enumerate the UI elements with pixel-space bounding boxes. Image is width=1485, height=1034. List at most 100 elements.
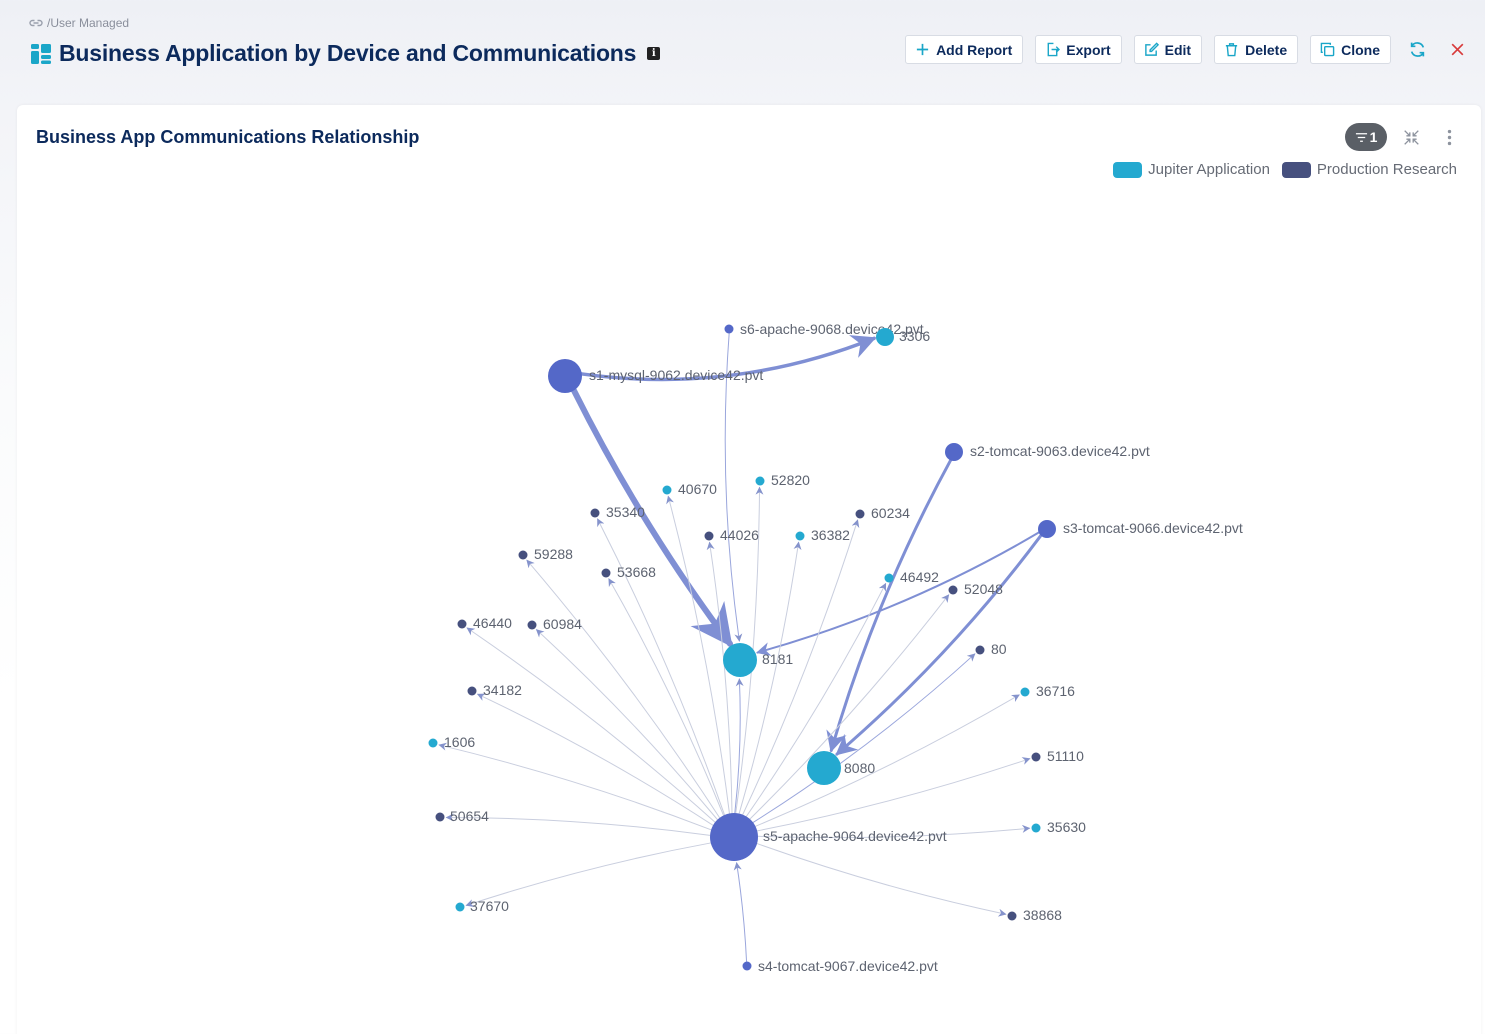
graph-node-p1606[interactable] [428, 738, 438, 748]
edit-label: Edit [1164, 41, 1192, 58]
filter-count: 1 [1369, 129, 1378, 145]
graph-edge-s5-p60984 [535, 629, 718, 821]
graph-edge-s5-p34182 [476, 693, 714, 826]
toolbar: Add Report Export Edit Delete Clone [905, 35, 1471, 64]
breadcrumb-text[interactable]: /User Managed [47, 16, 130, 30]
graph-node-label-p52048: 52048 [964, 581, 1003, 597]
legend: Jupiter Application Production Research [1113, 161, 1457, 178]
graph-node-label-p80: 80 [991, 641, 1007, 657]
graph-node-s2[interactable] [945, 443, 963, 461]
graph-node-p60234[interactable] [855, 509, 865, 519]
graph-node-p36716[interactable] [1020, 687, 1030, 697]
graph-edge-s3-p8080 [835, 534, 1043, 756]
add-report-button[interactable]: Add Report [905, 35, 1024, 64]
graph-node-label-p53668: 53668 [617, 564, 656, 580]
graph-edge-s5-p38868 [756, 843, 1007, 917]
graph-node-label-p35340: 35340 [606, 504, 645, 520]
graph-node-p36382[interactable] [795, 531, 805, 541]
edit-icon [1144, 42, 1159, 56]
graph-node-s4[interactable] [742, 961, 752, 971]
graph-node-p46440[interactable] [457, 619, 467, 629]
graph-node-p8181[interactable] [723, 643, 757, 677]
more-vertical-icon [1447, 129, 1451, 145]
graph-edge-s5-p52048 [749, 594, 950, 820]
breadcrumb: /User Managed [28, 15, 129, 31]
graph-node-s5[interactable] [710, 813, 758, 861]
collapse-icon [1403, 129, 1419, 145]
graph-node-label-p59288: 59288 [534, 546, 573, 562]
graph-node-p60984[interactable] [527, 620, 537, 630]
graph-node-label-p46440: 46440 [473, 615, 512, 631]
graph-node-p80[interactable] [975, 645, 985, 655]
filter-button[interactable]: 1 [1345, 123, 1387, 151]
filter-icon [1355, 132, 1367, 142]
graph-edge-s5-p8181 [734, 678, 744, 814]
graph-node-p46492[interactable] [884, 573, 894, 583]
graph-node-p8080[interactable] [807, 751, 841, 785]
graph-edge-s5-p36382 [738, 541, 802, 815]
graph-node-s1[interactable] [548, 359, 582, 393]
legend-item-production[interactable]: Production Research [1281, 161, 1457, 178]
export-label: Export [1066, 41, 1111, 58]
legend-label: Jupiter Application [1148, 161, 1270, 178]
graph-node-p50654[interactable] [435, 812, 445, 822]
graph-edge-s1-p8181 [570, 387, 734, 648]
delete-button[interactable]: Delete [1214, 35, 1299, 64]
graph-node-p59288[interactable] [518, 550, 528, 560]
graph-node-p51110[interactable] [1031, 752, 1041, 762]
card-tools: 1 [1345, 123, 1463, 151]
graph-edge-s5-p80 [752, 653, 976, 823]
graph-edge-s5-p60234 [742, 519, 860, 816]
graph-node-label-p36716: 36716 [1036, 683, 1075, 699]
graph-edge-s5-p53668 [608, 578, 725, 816]
graph-node-label-p44026: 44026 [720, 527, 759, 543]
export-button[interactable]: Export [1035, 35, 1122, 64]
close-button[interactable] [1443, 36, 1471, 64]
edit-button[interactable]: Edit [1133, 35, 1203, 64]
graph-node-label-p8080: 8080 [844, 760, 875, 776]
graph-node-label-s1: s1-mysql-9062.device42.pvt [589, 367, 763, 383]
graph-node-p52820[interactable] [755, 476, 765, 486]
graph-node-label-s2: s2-tomcat-9063.device42.pvt [970, 443, 1150, 459]
graph-node-label-s6: s6-apache-9068.device42.pvt [740, 321, 924, 337]
graph-node-label-p40670: 40670 [678, 481, 717, 497]
graph-node-s6[interactable] [724, 324, 734, 334]
refresh-icon [1410, 42, 1424, 57]
export-icon [1047, 42, 1061, 57]
graph-node-s3[interactable] [1038, 520, 1056, 538]
graph-node-label-p36382: 36382 [811, 527, 850, 543]
add-report-label: Add Report [936, 41, 1013, 58]
more-options-button[interactable] [1435, 123, 1463, 151]
graph-node-p35340[interactable] [590, 508, 600, 518]
collapse-button[interactable] [1397, 123, 1425, 151]
refresh-button[interactable] [1403, 36, 1431, 64]
clone-button[interactable]: Clone [1310, 35, 1391, 64]
graph-node-label-p37670: 37670 [470, 898, 509, 914]
graph-node-p38868[interactable] [1007, 911, 1017, 921]
graph-node-p35630[interactable] [1031, 823, 1041, 833]
graph-node-p3306[interactable] [876, 328, 894, 346]
graph-node-label-p35630: 35630 [1047, 819, 1086, 835]
graph-node-p53668[interactable] [601, 568, 611, 578]
graph-edge-s3-p8181 [756, 531, 1040, 656]
graph-edge-s5-p37670 [465, 842, 712, 907]
info-icon[interactable]: i [647, 47, 661, 60]
graph-node-label-p3306: 3306 [899, 328, 930, 344]
graph-node-p37670[interactable] [455, 902, 465, 912]
graph-node-label-p8181: 8181 [762, 651, 793, 667]
graph-edge-s5-p40670 [666, 495, 730, 814]
graph-edge-s5-p59288 [526, 559, 721, 819]
graph-edge-s5-p46440 [466, 627, 716, 823]
graph-node-p52048[interactable] [948, 585, 958, 595]
graph-edge-s5-p51110 [756, 757, 1031, 832]
graph-node-p34182[interactable] [467, 686, 477, 696]
graph-node-label-s3: s3-tomcat-9066.device42.pvt [1063, 520, 1243, 536]
plus-icon [916, 43, 929, 56]
graph-edge-s5-p50654 [445, 813, 711, 836]
legend-swatch [1113, 161, 1143, 178]
graph-node-p40670[interactable] [662, 485, 672, 495]
graph-node-p44026[interactable] [704, 531, 714, 541]
graph-edge-s5-p35630 [757, 824, 1031, 839]
legend-item-jupiter[interactable]: Jupiter Application [1113, 161, 1270, 178]
